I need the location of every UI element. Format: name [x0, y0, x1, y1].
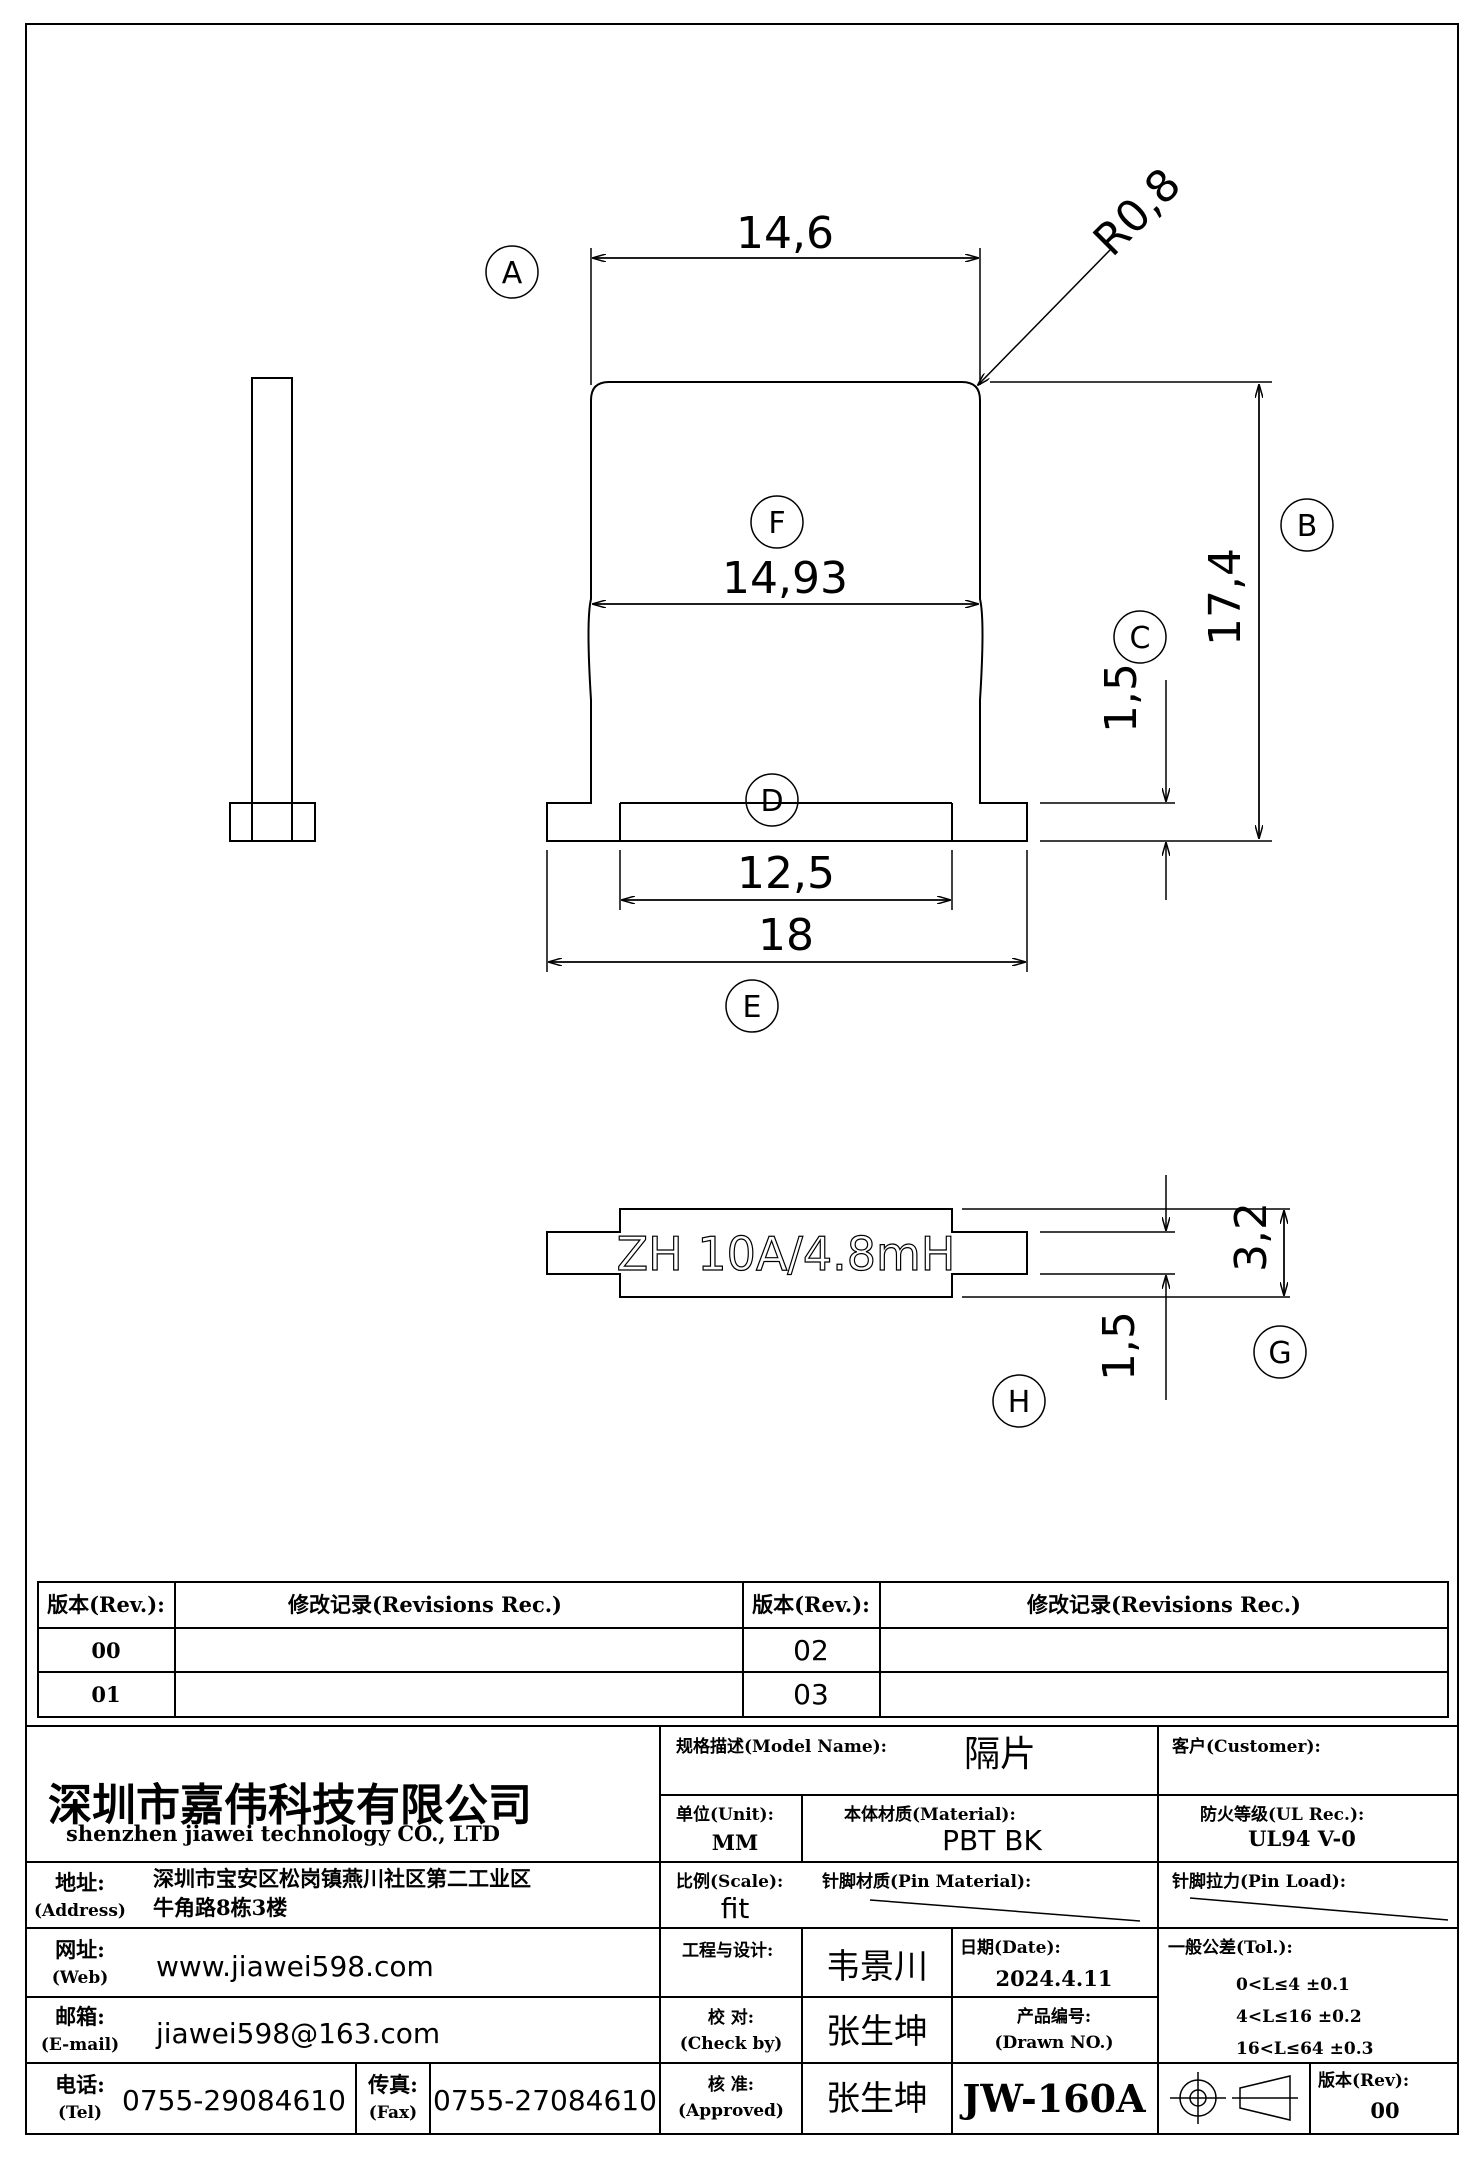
date-value: 2024.4.11: [996, 1966, 1113, 1991]
callout-g: G: [1268, 1336, 1291, 1371]
drawing-number: JW-160A: [959, 2076, 1146, 2121]
part-marking: ZH 10A/4.8mH: [617, 1227, 956, 1281]
rev-01: 01: [91, 1682, 120, 1707]
callout-d: D: [760, 784, 783, 819]
material-value: PBT BK: [942, 1824, 1042, 1857]
check-label-en: (Check by): [680, 2034, 783, 2054]
approver-name: 张生坤: [826, 2079, 928, 2119]
dim-thickness: 3,2: [1226, 1202, 1277, 1272]
tel-label-en: (Tel): [58, 2103, 102, 2123]
designer-name: 韦景川: [826, 1947, 928, 1987]
dim-base-height: 1,5: [1096, 663, 1147, 733]
front-dimensions: [546, 248, 1272, 972]
date-label: 日期(Date):: [960, 1938, 1061, 1958]
dim-radius: R0,8: [1084, 159, 1191, 266]
dim-width-top: 14,6: [736, 208, 834, 259]
rev-header-left: 版本(Rev.):: [47, 1592, 165, 1617]
dim-thickness-small: 1,5: [1094, 1311, 1145, 1381]
ul-value: UL94 V-0: [1248, 1826, 1356, 1851]
tel-value: 0755-29084610: [122, 2084, 346, 2117]
unit-value: MM: [712, 1830, 759, 1855]
projection-symbol-icon: [1170, 2072, 1298, 2124]
rec-header-right: 修改记录(Revisions Rec.): [1026, 1592, 1301, 1617]
fax-value: 0755-27084610: [433, 2084, 657, 2117]
rev-00: 00: [91, 1638, 120, 1663]
callout-h: H: [1008, 1385, 1031, 1420]
rev-02: 02: [793, 1634, 829, 1667]
scale-value: fit: [721, 1892, 750, 1925]
model-value: 隔片: [964, 1734, 1036, 1775]
revision-table-text: 版本(Rev.): 修改记录(Revisions Rec.) 版本(Rev.):…: [47, 1592, 1301, 1711]
ul-label: 防火等级(UL Rec.):: [1200, 1804, 1364, 1825]
check-label: 校 对:: [708, 2007, 754, 2028]
approve-label-en: (Approved): [678, 2101, 784, 2121]
rev-value: 00: [1370, 2098, 1399, 2123]
callout-b: B: [1297, 509, 1318, 544]
company-name: 深圳市嘉伟科技有限公司: [48, 1780, 532, 1831]
email-value: jiawei598@163.com: [155, 2017, 440, 2050]
fax-label: 传真:: [367, 2072, 418, 2097]
drawno-label-en: (Drawn NO.): [995, 2033, 1114, 2053]
callout-c: C: [1130, 621, 1151, 656]
address-line2: 牛角路8栋3楼: [153, 1895, 287, 1920]
design-label: 工程与设计:: [682, 1940, 773, 1961]
checker-name: 张生坤: [826, 2012, 928, 2052]
callout-a: A: [502, 256, 523, 291]
rev-header-right: 版本(Rev.):: [752, 1592, 870, 1617]
approve-label: 核 准:: [708, 2074, 754, 2095]
address-label: 地址:: [55, 1870, 105, 1895]
callout-f: F: [768, 506, 785, 541]
title-block-text: 深圳市嘉伟科技有限公司 shenzhen jiawei technology C…: [34, 1734, 1409, 2123]
pin-load-label: 针脚拉力(Pin Load):: [1172, 1871, 1346, 1892]
web-label: 网址:: [55, 1937, 105, 1962]
email-label: 邮箱:: [55, 2004, 105, 2029]
top-view: [546, 1175, 1290, 1400]
drawno-label: 产品编号:: [1017, 2006, 1091, 2027]
tol-range-2: 4<L≤16 ±0.2: [1236, 2007, 1362, 2027]
rev-03: 03: [793, 1678, 829, 1711]
revision-table: [37, 1581, 1449, 1718]
front-view: [546, 381, 1028, 842]
web-label-en: (Web): [52, 1968, 109, 1988]
tol-range-3: 16<L≤64 ±0.3: [1236, 2039, 1374, 2059]
tel-label: 电话:: [55, 2072, 105, 2097]
rec-header-left: 修改记录(Revisions Rec.): [287, 1592, 562, 1617]
unit-label: 单位(Unit):: [676, 1804, 774, 1825]
tol-range-1: 0<L≤4 ±0.1: [1236, 1975, 1350, 1995]
customer-label: 客户(Customer):: [1171, 1736, 1321, 1757]
fax-label-en: (Fax): [369, 2103, 417, 2123]
side-view: [229, 377, 316, 842]
address-label-en: (Address): [34, 1901, 126, 1921]
dim-width-mid: 14,93: [722, 553, 848, 604]
tol-label: 一般公差(Tol.):: [1168, 1937, 1293, 1958]
callout-labels: A B C D E F G H: [502, 256, 1318, 1420]
web-value: www.jiawei598.com: [156, 1950, 434, 1983]
material-label: 本体材质(Material):: [844, 1804, 1016, 1825]
dim-height-total: 17,4: [1200, 548, 1251, 646]
title-block-grid: [25, 1725, 1459, 2135]
callout-e: E: [743, 990, 762, 1025]
dim-slot-width: 12,5: [737, 848, 835, 899]
address-line1: 深圳市宝安区松岗镇燕川社区第二工业区: [153, 1866, 531, 1891]
company-name-en: shenzhen jiawei technology CO., LTD: [66, 1821, 500, 1846]
dim-width-total: 18: [758, 910, 814, 961]
model-label: 规格描述(Model Name):: [676, 1736, 887, 1757]
email-label-en: (E-mail): [41, 2035, 119, 2055]
rev-label: 版本(Rev):: [1318, 2070, 1409, 2091]
scale-label: 比例(Scale):: [676, 1871, 783, 1892]
pin-material-label: 针脚材质(Pin Material):: [822, 1871, 1031, 1892]
callouts: [485, 245, 1334, 1428]
